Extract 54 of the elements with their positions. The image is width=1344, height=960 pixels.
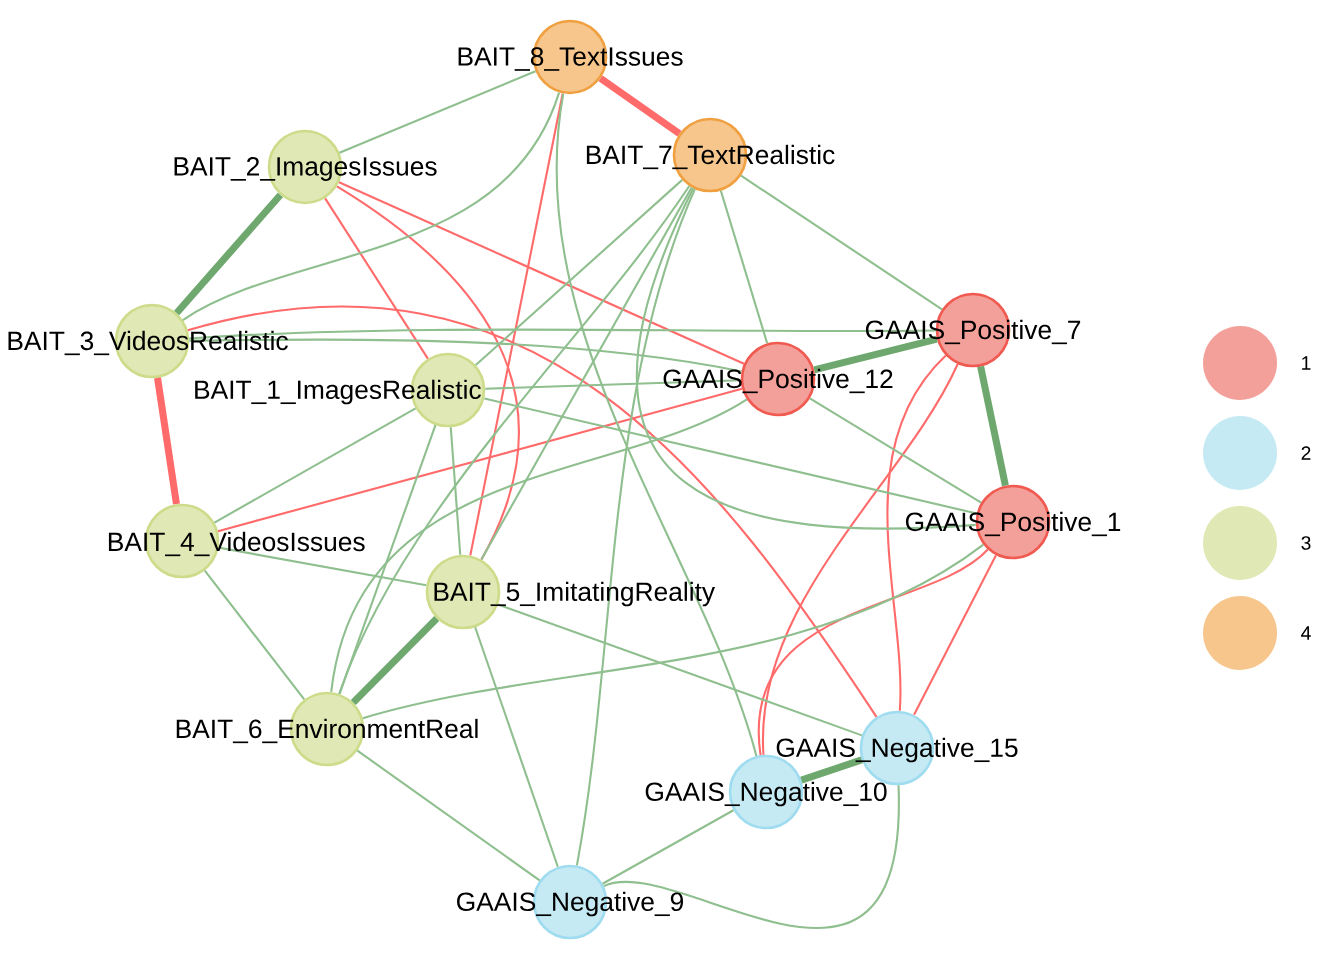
node-label: BAIT_4_VideosIssues — [108, 531, 365, 557]
edge-line — [555, 93, 758, 757]
edge-line — [497, 603, 863, 737]
edge-line — [762, 363, 959, 755]
node-label: BAIT_5_ImitatingReality — [434, 581, 716, 607]
legend-label: 3 — [1301, 536, 1311, 550]
edge-line — [362, 543, 984, 720]
edge-line — [174, 192, 283, 316]
edge-line — [339, 70, 536, 154]
node-label: BAIT_2_ImagesIssues — [174, 157, 437, 181]
edge-line — [218, 546, 427, 587]
edge-line — [740, 174, 943, 311]
edge-line — [217, 387, 743, 533]
node-label: GAAIS_Negative_9 — [457, 891, 683, 917]
node-label: BAIT_6_EnvironmentReal — [176, 718, 478, 744]
edge-line — [598, 75, 682, 137]
node-label: GAAIS_Negative_10 — [645, 781, 887, 807]
edge-line — [575, 188, 696, 866]
legend-label: 4 — [1301, 626, 1311, 640]
edge-line — [484, 397, 977, 515]
node-label: BAIT_1_ImagesRealistic — [195, 379, 481, 405]
edge-line — [719, 190, 769, 344]
edge-line — [480, 186, 693, 561]
legend-label: 1 — [1302, 356, 1311, 370]
edge-line — [469, 93, 564, 556]
edge-line — [189, 328, 936, 340]
edge-line — [338, 424, 437, 695]
edge-line — [449, 427, 462, 555]
legend-label: 2 — [1301, 446, 1311, 460]
edge-line — [330, 398, 748, 693]
edge-line — [474, 626, 559, 868]
edge-line — [813, 335, 938, 374]
edge-line — [350, 616, 440, 705]
edge-line — [977, 365, 1009, 487]
edge-line — [602, 809, 734, 885]
edge-line — [475, 179, 683, 366]
edge-line — [338, 181, 745, 365]
edge-line — [809, 397, 982, 504]
edge-line — [203, 569, 306, 701]
edge-line — [182, 92, 560, 321]
edge-line — [913, 554, 997, 716]
node-label: BAIT_3_VideosRealistic — [8, 330, 288, 356]
node-label: GAAIS_Negative_15 — [776, 737, 1018, 763]
edge-line — [189, 338, 742, 373]
edge-line — [187, 305, 878, 718]
edge-line — [213, 407, 417, 524]
edge-line — [356, 749, 541, 882]
edge-line — [324, 197, 429, 360]
edge-line — [800, 756, 863, 784]
edge-line — [603, 785, 900, 930]
edge-line — [154, 377, 180, 505]
edge-line — [886, 354, 947, 711]
edge-line — [758, 548, 989, 756]
edge-line — [635, 187, 976, 530]
